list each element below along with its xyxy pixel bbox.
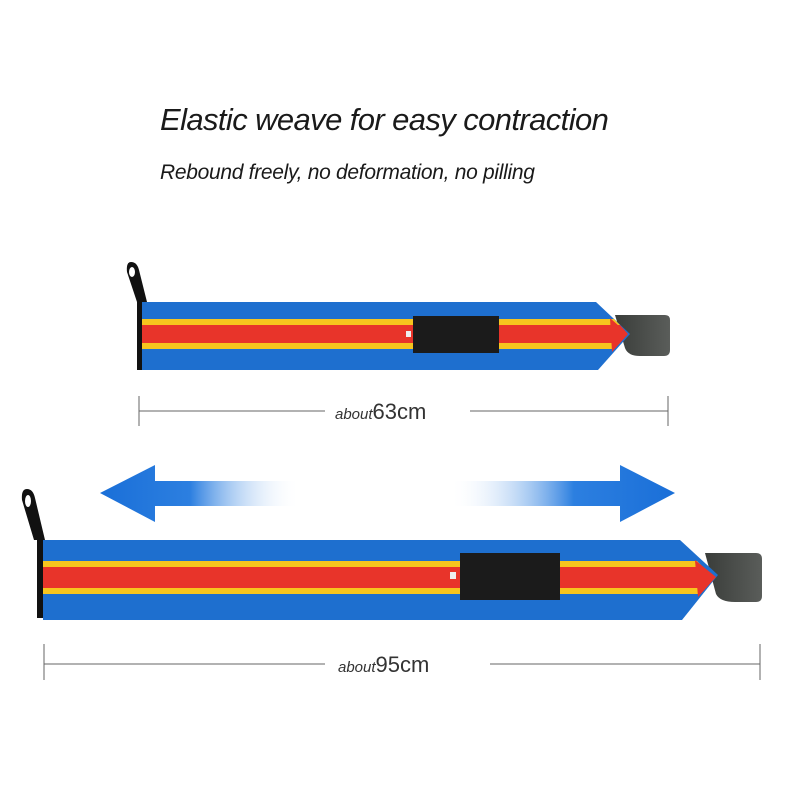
headline: Elastic weave for easy contraction bbox=[160, 102, 609, 137]
velcro-patch bbox=[460, 553, 560, 600]
thumb-loop bbox=[126, 262, 147, 302]
thumb-loop bbox=[21, 489, 45, 540]
arrow-left-icon bbox=[100, 465, 300, 522]
long-length-label: about95cm bbox=[338, 652, 429, 678]
short-length-value: 63cm bbox=[372, 399, 427, 424]
long-wrist-wrap bbox=[21, 489, 762, 620]
arrow-right-icon bbox=[450, 465, 675, 522]
long-length-prefix: about bbox=[338, 659, 376, 676]
subline: Rebound freely, no deformation, no pilli… bbox=[160, 161, 535, 184]
thumb-tab bbox=[705, 553, 762, 602]
short-length-label: about63cm bbox=[335, 399, 426, 425]
short-length-indicator bbox=[138, 396, 669, 426]
long-length-indicator bbox=[43, 644, 761, 680]
short-wrist-wrap bbox=[126, 262, 670, 370]
velcro-patch bbox=[413, 316, 499, 353]
stretch-arrows bbox=[100, 465, 675, 522]
long-length-value: 95cm bbox=[375, 652, 430, 677]
short-length-prefix: about bbox=[335, 406, 373, 423]
thumb-tab bbox=[615, 315, 670, 356]
